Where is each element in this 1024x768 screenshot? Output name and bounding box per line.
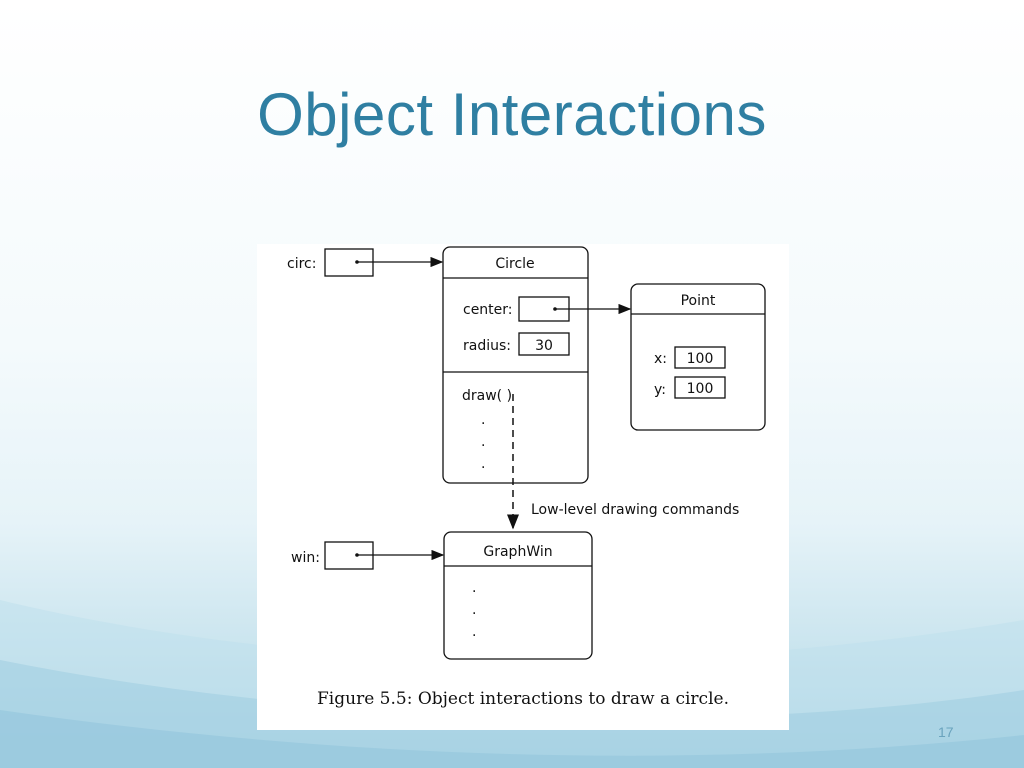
figure-caption: Figure 5.5: Object interactions to draw … xyxy=(317,689,729,709)
circle-ellipsis-3: . xyxy=(481,456,485,472)
figure-panel: circ: Circle center: radius: 30 draw( ) … xyxy=(257,244,789,730)
point-y-label: y: xyxy=(654,382,666,398)
circle-object-title: Circle xyxy=(495,256,534,272)
circle-ellipsis-1: . xyxy=(481,412,485,428)
win-label: win: xyxy=(291,550,320,566)
graphwin-ellipsis-2: . xyxy=(472,602,476,618)
circle-radius-box xyxy=(518,332,570,356)
graphwin-object-box xyxy=(443,531,593,660)
point-object-title: Point xyxy=(681,293,716,309)
point-y-box xyxy=(674,376,726,399)
object-diagram: circ: Circle center: radius: 30 draw( ) … xyxy=(287,246,766,709)
point-x-label: x: xyxy=(654,351,667,367)
graphwin-ellipsis-1: . xyxy=(472,580,476,596)
circle-radius-value: 30 xyxy=(535,338,553,354)
circle-ellipsis-2: . xyxy=(481,434,485,450)
point-x-box xyxy=(674,346,726,369)
circle-draw-method: draw( ) xyxy=(462,388,512,404)
circle-radius-label: radius: xyxy=(463,338,511,354)
circle-object-box xyxy=(442,246,589,484)
point-object-box xyxy=(630,283,766,431)
slide-title: Object Interactions xyxy=(257,81,767,148)
point-y-value: 100 xyxy=(687,381,714,397)
circle-center-label: center: xyxy=(463,302,513,318)
circ-label: circ: xyxy=(287,256,316,272)
point-x-value: 100 xyxy=(687,351,714,367)
graphwin-ellipsis-3: . xyxy=(472,624,476,640)
graphwin-object-title: GraphWin xyxy=(483,544,552,560)
slide-number: 17 xyxy=(938,724,954,740)
draw-commands-label: Low-level drawing commands xyxy=(531,502,739,518)
